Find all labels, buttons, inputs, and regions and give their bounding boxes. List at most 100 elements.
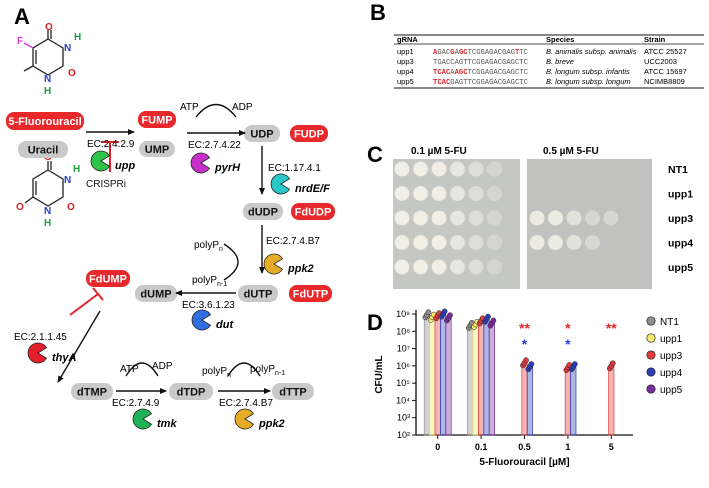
data-point <box>609 360 616 367</box>
bar-upp1 <box>472 324 479 436</box>
data-point <box>523 357 529 364</box>
bar-upp4 <box>440 313 447 436</box>
plate-row-label: upp5 <box>668 262 693 274</box>
bar-upp4 <box>526 366 533 436</box>
legend-item-upp5: upp5 <box>646 384 683 396</box>
fluorouracil-structure <box>23 30 64 76</box>
polyp-n-label: polyPn <box>202 366 231 379</box>
grna-sequence: AGACGAGCTCGGAGACGAGTTC <box>433 49 529 57</box>
grna-species: B. longum subsp. infantis <box>546 67 630 76</box>
svg-text:dTTP: dTTP <box>279 387 307 399</box>
svg-text:upp1: upp1 <box>660 334 683 345</box>
legend-item-NT1: NT1 <box>646 316 679 328</box>
significance-marker: * <box>565 336 571 352</box>
colony-spot <box>394 210 410 226</box>
x-tick-label: 1 <box>565 442 570 452</box>
nitrogen-label: N <box>64 43 71 54</box>
metabolite-fump: FUMP <box>138 111 176 128</box>
svg-text:FdUDP: FdUDP <box>295 207 332 219</box>
hydrogen-label: H <box>44 86 51 97</box>
hydrogen-label: H <box>44 218 51 229</box>
grna-sequence: TCACGAGTTCGGAGACGAGCTC <box>433 79 529 87</box>
metabolite-dudp: dUDP <box>243 203 283 220</box>
significance-marker: ** <box>519 320 530 336</box>
svg-text:dUDP: dUDP <box>248 207 278 219</box>
metabolite-fdump: FdUMP <box>86 270 130 287</box>
metabolite-dttp: dTTP <box>272 383 314 400</box>
data-point <box>571 361 578 367</box>
colony-spot <box>431 185 447 202</box>
plate-row-label: NT1 <box>668 164 688 176</box>
arrow-polyp-2 <box>227 362 261 377</box>
plate-row-label: upp3 <box>668 213 693 225</box>
legend-item-upp4: upp4 <box>646 367 683 379</box>
panel-label-a: A <box>14 4 30 29</box>
grna-name: upp1 <box>397 47 414 56</box>
data-point <box>447 312 453 319</box>
thya-enzyme-icon: thyA <box>27 342 77 364</box>
data-point <box>425 309 432 316</box>
metabolite-udp: UDP <box>244 125 280 142</box>
significance-marker: * <box>565 320 571 336</box>
data-point <box>485 313 491 320</box>
pathway-arrows <box>57 103 271 394</box>
colony-spot <box>412 185 429 202</box>
grna-strain: ATCC 15697 <box>644 67 687 76</box>
ec-upp: EC:2.4.2.9 <box>87 139 135 150</box>
colony-spot <box>449 259 466 275</box>
colony-spot <box>449 161 466 177</box>
colony-spot <box>394 161 410 177</box>
x-tick-label: 0.5 <box>518 442 531 452</box>
y-tick-label: 10⁵ <box>396 378 410 388</box>
colony-spot <box>468 161 484 177</box>
colony-spot <box>449 210 466 226</box>
y-tick-label: 10² <box>397 430 410 440</box>
y-tick-label: 10⁸ <box>396 326 410 336</box>
table-header: Strain <box>644 35 666 44</box>
colony-spot <box>431 234 447 251</box>
svg-text:pyrH: pyrH <box>214 162 241 174</box>
bar-upp1 <box>429 316 436 436</box>
colony-spot <box>394 185 410 202</box>
bar-upp3 <box>521 362 528 436</box>
svg-text:NT1: NT1 <box>660 317 679 328</box>
svg-text:dUMP: dUMP <box>140 289 171 301</box>
svg-text:upp3: upp3 <box>660 351 683 362</box>
colony-spot <box>412 210 429 226</box>
colony-spot <box>566 210 582 226</box>
svg-text:UMP: UMP <box>145 144 169 156</box>
colony-spot <box>468 234 484 251</box>
colony-spot <box>431 259 447 275</box>
ec-dut: EC:3.6.1.23 <box>182 300 235 311</box>
legend-item-upp1: upp1 <box>646 333 683 345</box>
arrow-atp-adp-2 <box>125 362 159 377</box>
colony-spot <box>431 161 447 177</box>
plate-right <box>527 159 652 289</box>
bar-upp5 <box>445 317 452 436</box>
tmk-enzyme-icon: tmk <box>132 408 177 430</box>
bar-upp3 <box>564 367 571 436</box>
svg-text:nrdE/F: nrdE/F <box>295 183 330 195</box>
arrow-dump-to-dtmp <box>57 310 101 383</box>
svg-text:FUMP: FUMP <box>141 115 172 127</box>
grna-species: B. breve <box>546 57 574 66</box>
svg-text:5-Fluorouracil: 5-Fluorouracil <box>8 116 81 128</box>
bar-NT1 <box>467 325 474 436</box>
colony-spot <box>394 259 410 275</box>
svg-text:upp4: upp4 <box>660 368 683 379</box>
nitrogen-label: N <box>64 175 71 186</box>
svg-text:upp: upp <box>115 160 135 172</box>
crispri-label: CRISPRi <box>86 179 126 190</box>
hydrogen-label: H <box>74 32 81 43</box>
colony-spot <box>548 210 563 226</box>
metabolite-dutp: dUTP <box>238 285 278 302</box>
y-tick-label: 10⁴ <box>396 395 410 405</box>
svg-text:ppk2: ppk2 <box>287 263 314 275</box>
svg-text:Uracil: Uracil <box>28 145 59 157</box>
polyp-n-label: polyPn <box>194 240 223 253</box>
nitrogen-label: N <box>44 206 51 217</box>
svg-text:FUDP: FUDP <box>294 129 324 141</box>
panel-label-b: B <box>370 0 386 25</box>
plate-title-left: 0.1 µM 5-FU <box>411 146 467 157</box>
